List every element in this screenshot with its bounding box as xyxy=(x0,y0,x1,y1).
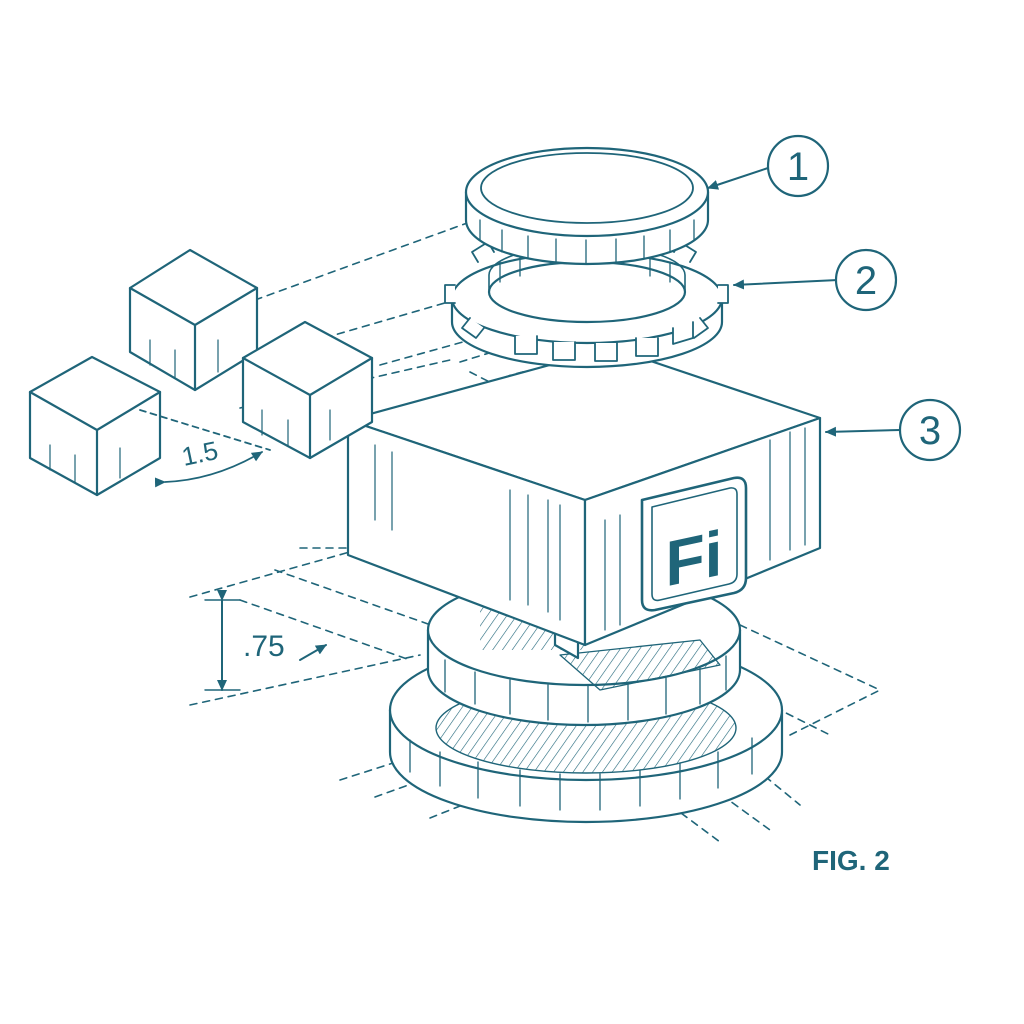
callout-number-2: 2 xyxy=(855,259,877,303)
callout-number-3: 3 xyxy=(919,409,941,453)
cube-right xyxy=(241,320,374,460)
gear-ring xyxy=(444,241,729,369)
callout-circle-3 xyxy=(898,398,962,462)
dimension-label-0-75: .75 xyxy=(243,630,285,663)
cube-left xyxy=(28,355,162,497)
cube-back xyxy=(128,248,259,392)
top-cap-disc xyxy=(464,146,710,266)
callout-circle-1 xyxy=(766,134,830,198)
fi-logo-badge xyxy=(640,476,748,612)
callout-leaders xyxy=(707,167,901,437)
dimension-1-5 xyxy=(139,409,271,488)
figure-label: FIG. 2 xyxy=(812,845,890,876)
callout-number-1: 1 xyxy=(787,145,809,189)
dimension-0-75 xyxy=(204,590,327,691)
logo-text: Fi xyxy=(666,516,723,600)
housing-block xyxy=(346,346,822,660)
callout-circle-2 xyxy=(834,248,898,312)
dimension-label-1-5: 1.5 xyxy=(179,435,221,472)
